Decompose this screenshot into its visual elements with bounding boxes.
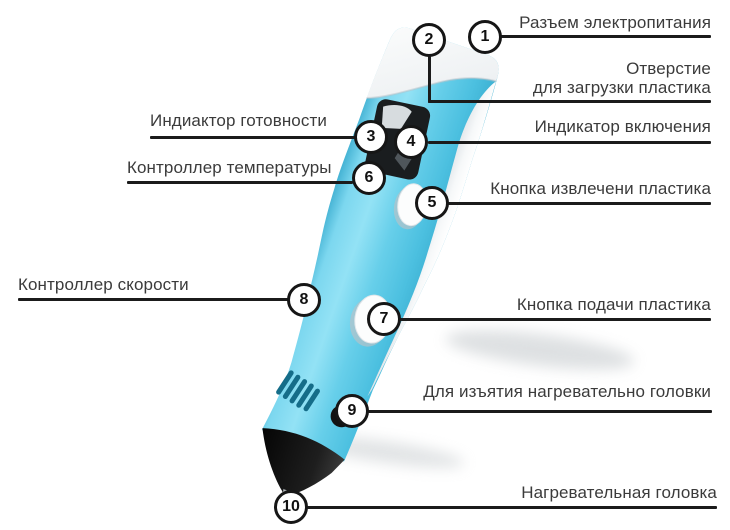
- pen-shadow: [445, 330, 635, 370]
- callout-circle-1: 1: [468, 20, 502, 54]
- callout-circle-4: 4: [394, 125, 428, 159]
- callout-number-3: 3: [366, 128, 376, 145]
- vent-slots: [276, 370, 320, 412]
- callout-label-plastic-feed-button: Кнопка подачи пластика: [516, 295, 711, 314]
- callout-line-2: [428, 100, 711, 103]
- callout-label-plastic-extract-button: Кнопка извлечени пластика: [490, 179, 711, 198]
- callout-label-ready-indicator: Индиактор готовности: [150, 111, 327, 130]
- callout-line-6: [127, 181, 353, 184]
- callout-number-2: 2: [424, 31, 434, 48]
- callout-label-plastic-loading-hole: Отверстие для загрузки пластика: [532, 59, 711, 97]
- pen-cap: [366, 27, 499, 98]
- callout-label-heating-head: Нагревательная головка: [521, 483, 717, 502]
- callout-number-8: 8: [299, 291, 309, 308]
- callout-label-speed-controller: Контроллер скорости: [18, 275, 189, 294]
- callout-label-head-release: Для изъятия нагревательно головки: [423, 382, 711, 401]
- callout-number-1: 1: [480, 28, 490, 45]
- pen-body: [261, 27, 499, 462]
- callout-number-5: 5: [427, 194, 437, 211]
- callout-circle-10: 10: [274, 490, 308, 524]
- callout-number-7: 7: [379, 310, 389, 327]
- callout-line-4: [428, 141, 711, 144]
- callout-circle-3: 3: [354, 120, 388, 154]
- callout-line-5: [448, 202, 711, 205]
- callout-label-temperature-controller: Контроллер температуры: [127, 158, 332, 177]
- pen-white-stripe: [367, 81, 497, 397]
- callout-number-10: 10: [282, 498, 300, 515]
- callout-label-power-indicator: Индикатор включения: [534, 117, 711, 136]
- callout-line-10: [307, 506, 717, 509]
- callout-circle-5: 5: [415, 186, 449, 220]
- callout-circle-7: 7: [367, 302, 401, 336]
- callout-line-1: [500, 35, 711, 38]
- cap-wave-shade: [366, 77, 497, 99]
- callout-circle-9: 9: [335, 394, 369, 428]
- callout-line-9: [368, 410, 712, 413]
- callout-circle-6: 6: [352, 161, 386, 195]
- callout-number-4: 4: [406, 133, 416, 150]
- callout-number-6: 6: [364, 169, 374, 186]
- callout-label-power-connector: Разъем электропитания: [519, 13, 711, 32]
- callout-line-8: [18, 298, 289, 301]
- callout-line-7: [400, 318, 711, 321]
- callout-circle-8: 8: [287, 283, 321, 317]
- callout-circle-2: 2: [412, 23, 446, 57]
- heating-head-tip: [262, 428, 345, 495]
- callout-line-3: [150, 136, 355, 139]
- callout-number-9: 9: [347, 402, 357, 419]
- callout-line-2-vertical: [428, 56, 431, 103]
